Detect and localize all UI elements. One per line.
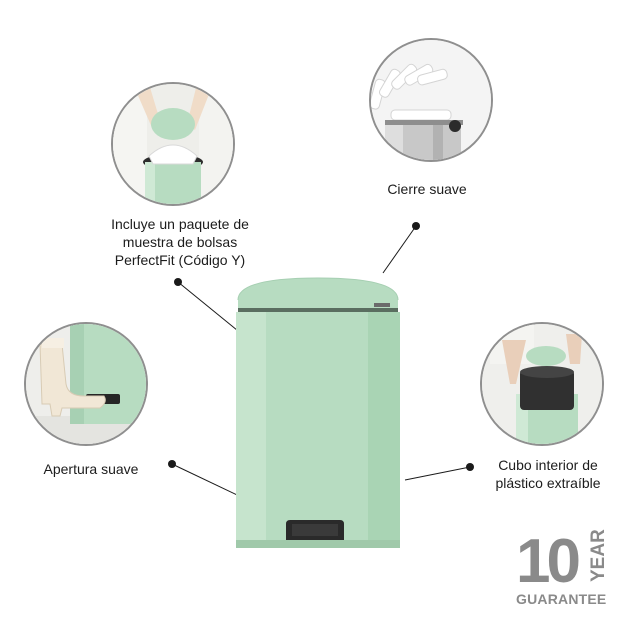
callout-soft-close: Cierre suave [387, 181, 467, 197]
detail-circle-soft-close [369, 38, 493, 162]
detail-circle-bags [111, 82, 235, 206]
leader-dot-soft-close [412, 222, 420, 230]
leader-dot-inner-bucket [466, 463, 474, 471]
product-image-bin [228, 270, 408, 565]
brand-plate [374, 303, 390, 307]
warranty-label: GUARANTEE [516, 591, 606, 607]
leader-dot-bags [174, 278, 182, 286]
callout-bags-line-2: muestra de bolsas [122, 234, 238, 250]
callout-soft-open: Apertura suave [43, 461, 139, 477]
leader-line-inner-bucket [404, 466, 471, 481]
callout-inner-bucket-line-1: Cubo interior de [498, 457, 598, 473]
callout-bags: Incluye un paquete de muestra de bolsas … [100, 215, 260, 269]
callout-bags-line-1: Incluye un paquete de [111, 216, 249, 232]
callout-inner-bucket: Cubo interior de plástico extraíble [484, 456, 612, 492]
warranty-number: 10 [516, 527, 578, 596]
detail-circle-inner-bucket [480, 322, 604, 446]
warranty-badge: 10 YEAR GUARANTEE [516, 527, 609, 607]
callout-bags-line-3: PerfectFit (Código Y) [114, 252, 246, 268]
callout-inner-bucket-line-2: plástico extraíble [495, 475, 601, 491]
detail-circle-soft-open [24, 322, 148, 446]
leader-dot-soft-open [168, 460, 176, 468]
warranty-unit: YEAR [588, 529, 609, 582]
leader-line-soft-close [382, 225, 417, 274]
